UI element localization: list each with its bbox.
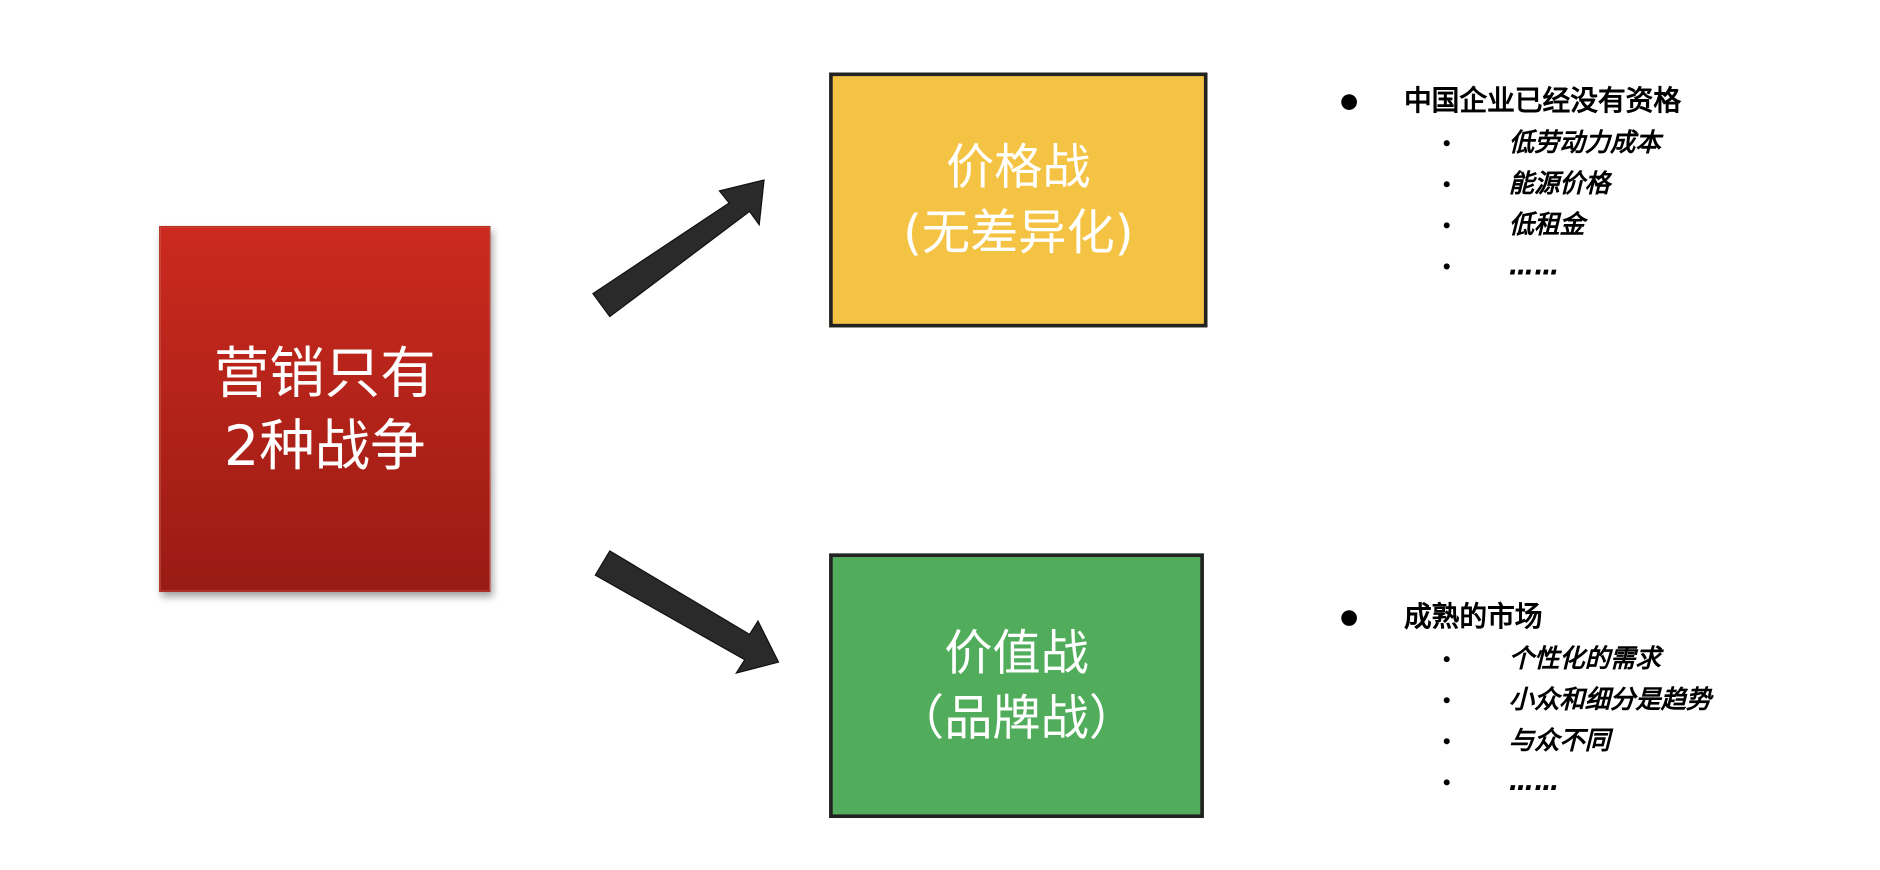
bullet-icon [1443,263,1450,270]
list-heading: 中国企业已经没有资格 [1403,85,1682,118]
list-item: …… [1508,767,1560,797]
price-war-subtitle: (无差异化) [903,204,1134,261]
list-item: …… [1508,251,1560,281]
list-item: 低租金 [1508,210,1585,240]
bullet-icon [1443,181,1450,188]
center-line1: 营销只有 [213,340,436,406]
list-item: 个性化的需求 [1508,644,1661,674]
price-war-title: 价格战 [946,139,1091,196]
value-war-title: 价值战 [944,625,1089,681]
bullet-icon [1341,94,1357,110]
marketing-wars-box: 营销只有 2种战争 [159,225,491,593]
value-war-subtitle: （品牌战） [895,690,1138,747]
bullet-icon [1443,140,1450,147]
list-heading: 成熟的市场 [1403,601,1543,634]
list-item: 能源价格 [1508,169,1611,199]
bullet-icon [1443,779,1450,786]
value-war-list: 成熟的市场 个性化的需求 小众和细分是趋势 与众不同 …… [1338,597,1762,802]
value-war-box: 价值战 （品牌战） [829,553,1204,819]
arrow-down-right-icon [594,550,780,674]
bullet-icon [1341,610,1357,626]
arrow-up-right-icon [592,179,765,318]
bullet-icon [1443,222,1450,229]
bullet-icon [1443,656,1450,663]
center-line2: 2种战争 [223,412,426,478]
price-war-list: 中国企业已经没有资格 低劳动力成本 能源价格 低租金 …… [1338,81,1762,286]
bullet-icon [1443,697,1450,704]
list-item: 低劳动力成本 [1508,128,1661,158]
list-item: 与众不同 [1508,726,1611,756]
price-war-box: 价格战 (无差异化) [829,72,1208,328]
bullet-icon [1443,738,1450,745]
list-item: 小众和细分是趋势 [1508,685,1712,715]
